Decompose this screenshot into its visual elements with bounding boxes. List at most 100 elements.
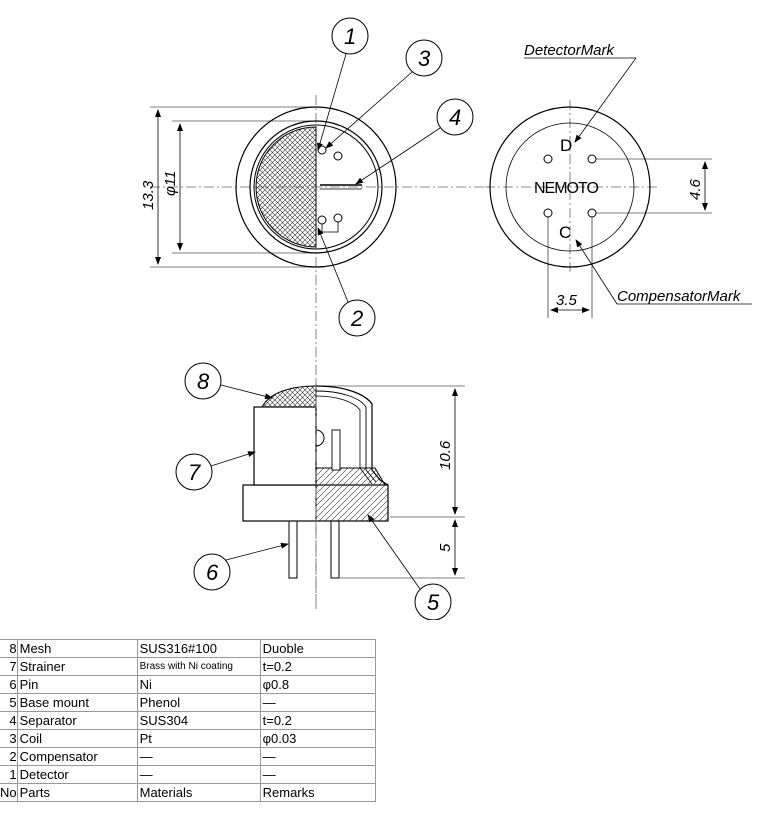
row-material: Pt	[136, 729, 261, 748]
callout-circle-6	[193, 553, 231, 591]
leader-1	[317, 53, 347, 151]
pin-hole	[543, 208, 553, 218]
row-material: Phenol	[136, 693, 261, 712]
pin	[288, 520, 298, 579]
leader-7	[210, 451, 256, 467]
row-part: Base mount	[16, 693, 138, 712]
table-header-row: No Parts Materials Remarks	[0, 783, 376, 802]
leader-5	[367, 514, 421, 590]
pin-hole	[317, 215, 327, 225]
row-part: Mesh	[16, 639, 138, 658]
bottom-view: D C NEMOTO DetectorMark CompensatorMark …	[485, 42, 752, 318]
pin-hole	[587, 208, 597, 218]
callout-6: 6	[206, 560, 219, 585]
inner-post	[331, 429, 341, 471]
callout-circle-2	[338, 299, 376, 337]
callout-5: 5	[427, 590, 440, 615]
leader-4	[355, 127, 441, 185]
table-row: 5 Base mount Phenol —	[0, 693, 376, 712]
row-no: 1	[0, 765, 18, 784]
table-row: 3 Coil Pt φ0.03	[0, 729, 376, 748]
row-part: Detector	[16, 765, 138, 784]
row-material: SUS316#100	[136, 639, 261, 658]
bottom-inner-rim	[505, 122, 635, 252]
dim-pin-vertical: 4.6	[687, 178, 704, 200]
table-row: 8 Mesh SUS316#100 Duoble	[0, 639, 376, 658]
compensator-leader	[575, 239, 618, 305]
row-no: 7	[0, 657, 18, 676]
pin-hole	[333, 213, 343, 223]
compensator-letter: C	[559, 223, 571, 242]
row-material: —	[136, 747, 261, 766]
dim-body-height: 10.6	[437, 440, 454, 470]
brand-label: NEMOTO	[534, 180, 598, 197]
header-remarks: Remarks	[259, 783, 376, 802]
row-material: —	[136, 765, 261, 784]
row-no: 5	[0, 693, 18, 712]
pin-hole	[587, 154, 597, 164]
detector-leader	[574, 57, 637, 143]
top-view: 13.3 φ11 1 3 4 2	[140, 17, 490, 610]
bottom-outer-rim	[489, 106, 651, 268]
detector-mark-label: DetectorMark	[524, 42, 616, 59]
header-no: No	[0, 783, 18, 802]
callout-circle-7	[175, 453, 213, 491]
row-remarks: —	[259, 747, 376, 766]
sensor-element	[315, 429, 325, 447]
row-no: 3	[0, 729, 18, 748]
header-material: Materials	[136, 783, 261, 802]
side-view: 10.6 5 8 7 6 5	[175, 362, 465, 620]
dim-pin-length: 5	[437, 543, 454, 552]
dim-pin-horizontal: 3.5	[556, 292, 578, 309]
table-row: 1 Detector — —	[0, 765, 376, 784]
row-material: Brass with Ni coating	[136, 657, 261, 676]
can-outline-3	[315, 395, 373, 485]
header-part: Parts	[16, 783, 138, 802]
callout-circle-5	[414, 583, 452, 620]
callout-3: 3	[418, 46, 431, 71]
technical-drawing: 13.3 φ11 1 3 4 2 D C NEMOTO	[140, 17, 752, 620]
detector-letter: D	[560, 136, 572, 155]
row-material: Ni	[136, 675, 261, 694]
strainer-body	[253, 406, 317, 486]
pin-hole	[333, 151, 343, 161]
row-part: Pin	[16, 675, 138, 694]
row-remarks: φ0.8	[259, 675, 376, 694]
dim-outer-diameter: 13.3	[140, 180, 157, 210]
leader-3	[325, 71, 413, 149]
callout-circle-8	[184, 362, 222, 400]
callout-7: 7	[188, 460, 201, 485]
callout-8: 8	[197, 369, 210, 394]
row-remarks: Duoble	[259, 639, 376, 658]
callout-circle-1	[331, 17, 369, 55]
leader-8	[220, 384, 273, 400]
inner-rim-2	[253, 124, 379, 250]
row-part: Strainer	[16, 657, 138, 676]
mesh-section	[255, 126, 317, 248]
table-row: 4 Separator SUS304 t=0.2	[0, 711, 376, 730]
row-material: SUS304	[136, 711, 261, 730]
leader-2	[317, 227, 349, 303]
dim-inner-diameter: φ11	[162, 171, 179, 196]
callout-4: 4	[449, 105, 461, 130]
row-remarks: —	[259, 693, 376, 712]
mesh-dome	[261, 385, 317, 408]
callout-1: 1	[344, 24, 356, 49]
row-remarks: —	[259, 765, 376, 784]
table-row: 6 Pin Ni φ0.8	[0, 675, 376, 694]
row-no: 8	[0, 639, 18, 658]
table-row: 2 Compensator — —	[0, 747, 376, 766]
row-part: Coil	[16, 729, 138, 748]
can-outline-2	[315, 390, 377, 483]
pin-hole	[543, 154, 553, 164]
row-no: 6	[0, 675, 18, 694]
pin	[330, 520, 340, 579]
callout-2: 2	[350, 306, 363, 331]
callout-circle-4	[436, 98, 474, 136]
callout-circle-3	[405, 39, 443, 77]
row-no: 4	[0, 711, 18, 730]
row-remarks: t=0.2	[259, 657, 376, 676]
leader-6	[225, 542, 289, 561]
row-part: Separator	[16, 711, 138, 730]
parts-table: 8 Mesh SUS316#100 Duoble 7 Strainer Bras…	[0, 639, 376, 802]
